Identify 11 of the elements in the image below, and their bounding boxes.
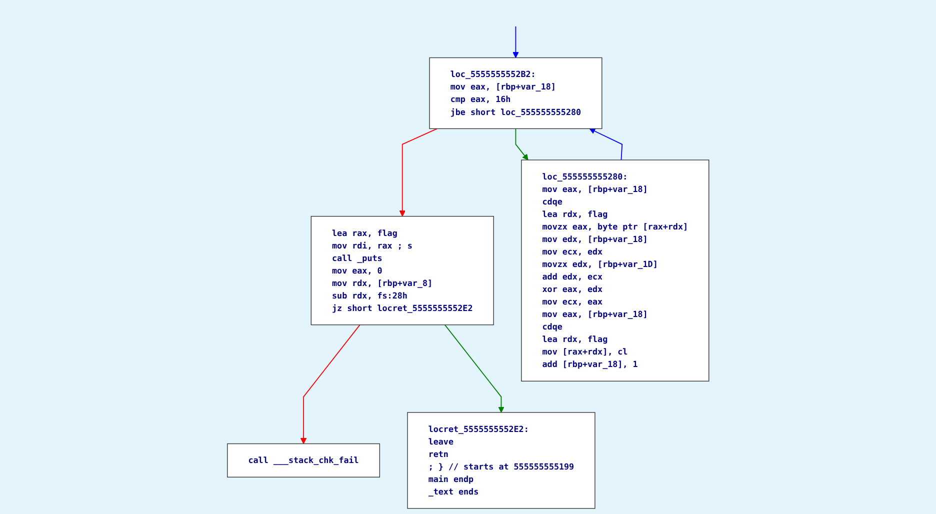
arrow [444,324,504,413]
node-box: call ___stack_chk_fail [226,443,380,478]
node-box: loc_555555555280: mov eax, [rbp+var_18] cdqe lea rdx, flag movzx eax, byte ptr [rax+rdx] mov edx, [rbp+var_18] mov ecx, edx movzx edx, [rbp+var_1D] add edx, ecx xor eax, edx mov ecx, eax mov eax, [rbp+var_18] cdqe lea rdx, flag mov [rax+rdx], cl add [rbp+var_18], 1 [520,160,710,382]
node-box: lea rax, flag mov rdi, rax ; s call _puts mov eax, 0 mov rdx, [rbp+var_8] sub rdx, fs:28h jz short locret_5555555552E2 [310,216,494,326]
arrow [589,128,622,160]
arrow [300,324,360,444]
arrow [515,128,528,160]
node-box: locret_5555555552E2: leave retn ; } // starts at 555555555199 main endp _text ends [407,412,596,509]
node-box: loc_5555555552B2: mov eax, [rbp+var_18] cmp eax, 16h jbe short loc_555555555280 [429,57,602,130]
arrow [512,26,519,58]
arrow [399,128,438,217]
